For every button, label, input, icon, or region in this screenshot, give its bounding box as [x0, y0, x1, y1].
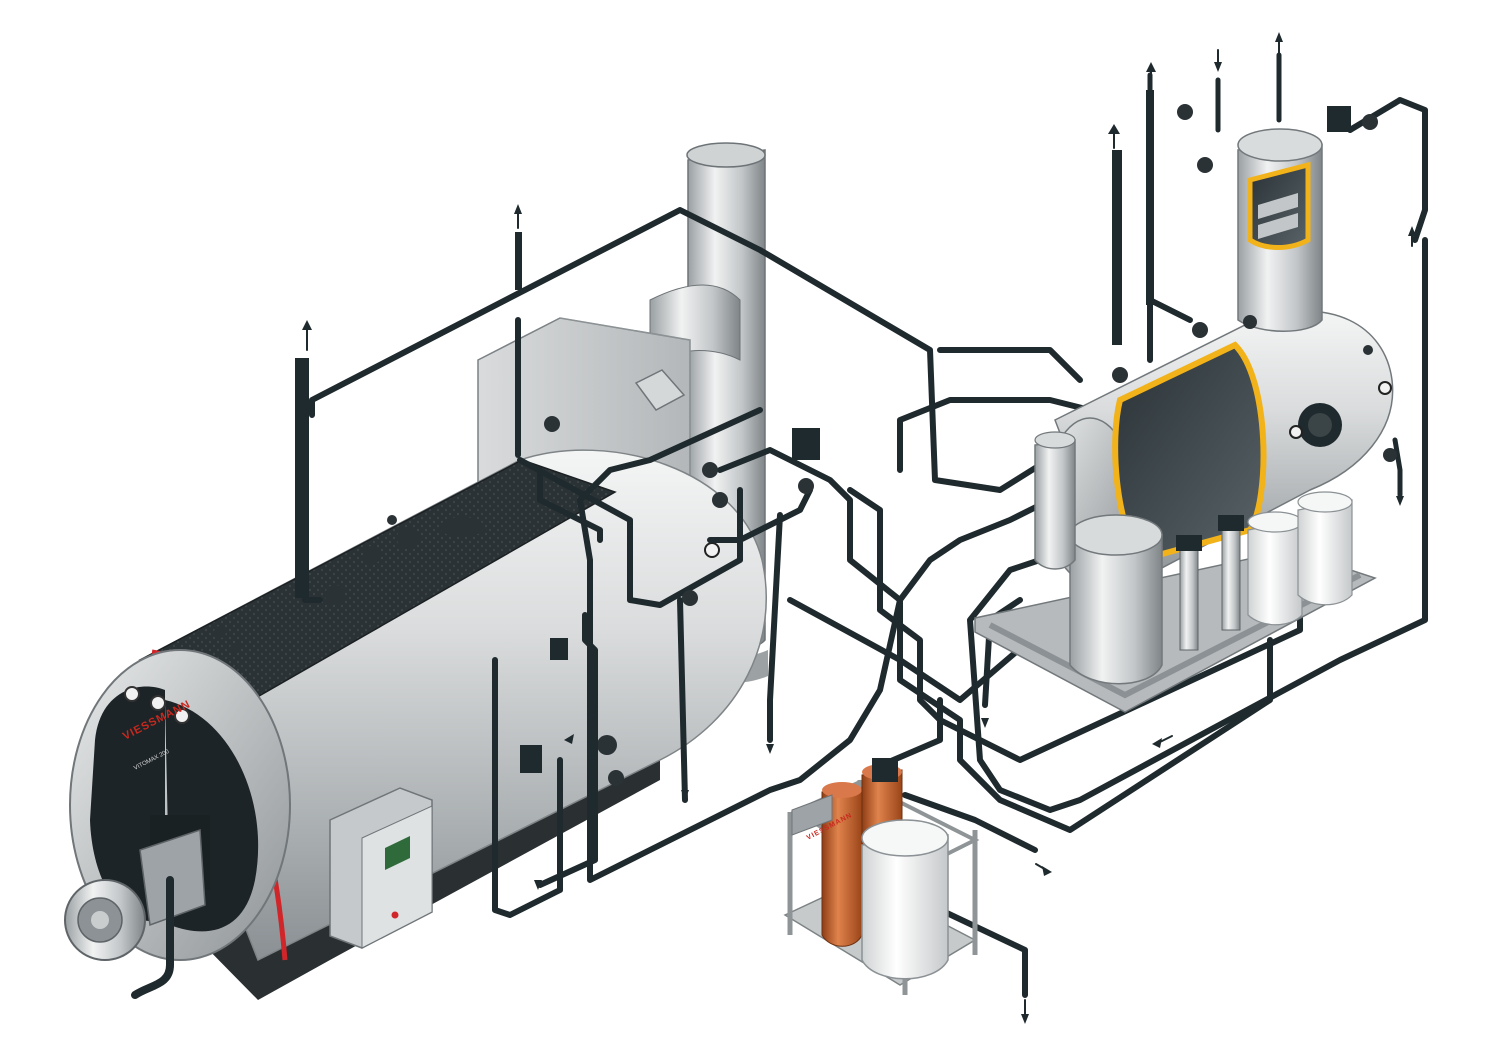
burner-assembly: [64, 815, 210, 999]
emergency-stop-button: [391, 911, 399, 919]
pressure-switch-box: [792, 428, 820, 460]
inspection-hatch: [634, 369, 686, 411]
pressure-gauge: [704, 542, 720, 558]
pipework-network: [309, 52, 1428, 998]
control-cabinet: [329, 787, 433, 949]
flash-vessel: [1034, 439, 1076, 570]
steam-boiler: VIESSMANN VITOMAX 200: [64, 317, 767, 1000]
deaerator-control-box: [1327, 106, 1351, 132]
blowdown-valve-box: [520, 745, 542, 773]
level-switch-box: [550, 638, 568, 660]
shell-fittings: [214, 358, 720, 786]
softener-brand-plate: [791, 794, 833, 836]
condensate-tank: [1069, 534, 1163, 685]
water-softener-unit: VIESSMANN: [783, 758, 980, 995]
feed-pumps: [1176, 515, 1244, 651]
front-pressure-gauges: [124, 686, 190, 724]
control-display: [385, 836, 410, 870]
softener-control-head: [872, 758, 898, 782]
dosing-tank-1: [1247, 519, 1303, 626]
feedwater-deaerator-skid: [974, 128, 1394, 713]
flow-arrows: [302, 32, 1416, 1024]
brine-tank: [861, 834, 949, 980]
dosing-tank-2: [1297, 499, 1353, 606]
